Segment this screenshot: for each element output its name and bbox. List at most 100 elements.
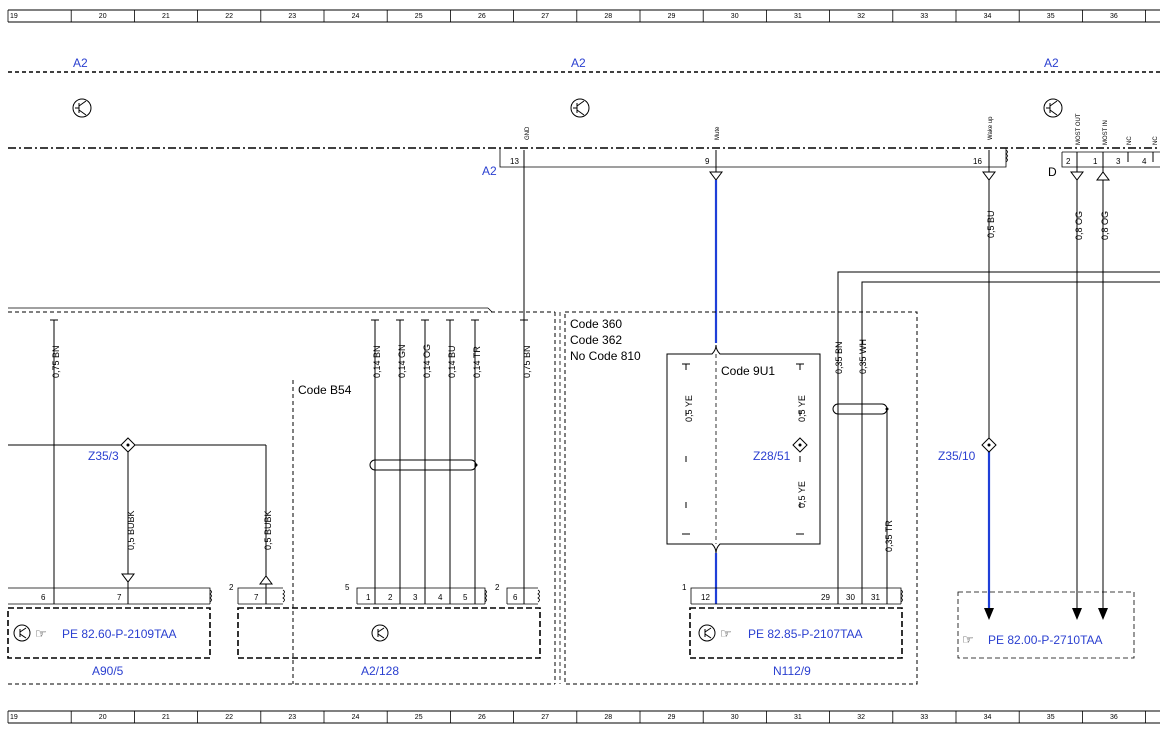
a2-label-1: A2 bbox=[73, 56, 88, 70]
ruler-number: 36 bbox=[1110, 13, 1118, 20]
ruler-number: 36 bbox=[1110, 714, 1118, 721]
no-code-810: No Code 810 bbox=[570, 349, 641, 363]
pin: 2 bbox=[495, 583, 500, 592]
wire-label: 0,5 BUBK bbox=[263, 510, 273, 550]
pin-9: 9 bbox=[705, 157, 710, 166]
pin: 6 bbox=[41, 593, 46, 602]
pointer-icon: ☞ bbox=[962, 632, 974, 647]
ruler-number: 22 bbox=[225, 714, 233, 721]
ruler-number: 21 bbox=[162, 714, 170, 721]
bottom-ruler: 19202122232425262728293031323334353637 bbox=[7, 710, 1160, 724]
pin: 30 bbox=[846, 593, 855, 602]
ruler-number: 31 bbox=[794, 13, 802, 20]
ruler-number: 28 bbox=[604, 714, 612, 721]
pin: 2 bbox=[388, 593, 393, 602]
pin: 31 bbox=[871, 593, 880, 602]
ruler-number: 29 bbox=[668, 13, 676, 20]
module-n112-9: N112/9 bbox=[773, 664, 811, 678]
ruler-number: 33 bbox=[920, 714, 928, 721]
connector-d: D bbox=[1048, 165, 1057, 179]
ruler-number: 30 bbox=[731, 13, 739, 20]
transistor-icon bbox=[72, 98, 92, 118]
a2-connector-label: A2 bbox=[482, 164, 497, 178]
ruler-number: 33 bbox=[920, 13, 928, 20]
pin: 7 bbox=[117, 593, 122, 602]
transistor-icon bbox=[570, 98, 590, 118]
ruler-number: 25 bbox=[415, 13, 423, 20]
wire-label: 0,8 OG bbox=[1074, 211, 1084, 240]
ref-n112-9[interactable]: PE 82.85-P-2107TAA bbox=[748, 627, 863, 641]
ruler-number: 35 bbox=[1047, 714, 1055, 721]
ruler-number: 20 bbox=[99, 714, 107, 721]
ruler-number: 29 bbox=[668, 714, 676, 721]
ruler-number: 19 bbox=[10, 714, 18, 721]
ruler-number: 31 bbox=[794, 714, 802, 721]
pin-name-wakeup: Wake up bbox=[988, 116, 994, 140]
transistor-icon bbox=[13, 624, 31, 642]
a2-label-3: A2 bbox=[1044, 56, 1059, 70]
wire-label: 0,75 BN bbox=[51, 345, 61, 378]
ruler-number: 26 bbox=[478, 714, 486, 721]
pin-name-mute: Mute bbox=[715, 126, 721, 140]
wire-label: 0,75 BN bbox=[522, 345, 532, 378]
ref-right[interactable]: PE 82.00-P-2710TAA bbox=[988, 633, 1103, 647]
ruler-number: 22 bbox=[225, 13, 233, 20]
ruler-number: 34 bbox=[984, 13, 992, 20]
code-362: Code 362 bbox=[570, 333, 622, 347]
ruler-number: 21 bbox=[162, 13, 170, 20]
pin: 29 bbox=[821, 593, 830, 602]
transistor-icon bbox=[371, 624, 389, 642]
a2-label-2: A2 bbox=[571, 56, 586, 70]
ruler-number: 28 bbox=[604, 13, 612, 20]
pin-name-gnd: GND bbox=[525, 126, 531, 140]
ruler-number: 30 bbox=[731, 714, 739, 721]
code-b54: Code B54 bbox=[298, 383, 352, 397]
ruler-number: 27 bbox=[541, 714, 549, 721]
pin-3: 3 bbox=[1116, 157, 1121, 166]
pointer-icon: ☞ bbox=[720, 626, 732, 641]
pin: 5 bbox=[463, 593, 468, 602]
pointer-icon: ☞ bbox=[35, 626, 47, 641]
ruler-number: 27 bbox=[541, 13, 549, 20]
code-9u1: Code 9U1 bbox=[721, 364, 775, 378]
pin-2: 2 bbox=[1066, 157, 1071, 166]
pin-name-most-in: MOST IN bbox=[1103, 120, 1109, 145]
pin-13: 13 bbox=[510, 157, 519, 166]
top-ruler: 19202122232425262728293031323334353637 bbox=[7, 9, 1160, 23]
pin-name-nc-4: NC bbox=[1153, 136, 1159, 145]
code-360: Code 360 bbox=[570, 317, 622, 331]
wire-label: 0,5 YE bbox=[797, 395, 807, 422]
ruler-number: 23 bbox=[288, 13, 296, 20]
ruler-number: 25 bbox=[415, 714, 423, 721]
pin: 1 bbox=[366, 593, 371, 602]
wire-label: 0,35 TR bbox=[884, 520, 894, 552]
transistor-icon bbox=[1043, 98, 1063, 118]
wire-label: 0,5 BUBK bbox=[126, 510, 136, 550]
wire-label: 0,5 YE bbox=[797, 481, 807, 508]
pin: 1 bbox=[682, 583, 687, 592]
wire-label: 0,5 BU bbox=[986, 210, 996, 238]
ruler-number: 23 bbox=[288, 714, 296, 721]
pin: 2 bbox=[229, 583, 234, 592]
pin: 5 bbox=[345, 583, 350, 592]
ruler-number: 34 bbox=[984, 714, 992, 721]
pin: 4 bbox=[438, 593, 443, 602]
ruler-number: 20 bbox=[99, 13, 107, 20]
wire-label: 0,14 BN bbox=[372, 345, 382, 378]
wire-label: 0,14 GN bbox=[397, 344, 407, 378]
module-a2-128: A2/128 bbox=[361, 664, 399, 678]
ruler-number: 32 bbox=[857, 714, 865, 721]
ruler-number: 35 bbox=[1047, 13, 1055, 20]
pin-1: 1 bbox=[1093, 157, 1098, 166]
pin-16: 16 bbox=[973, 157, 982, 166]
pin-name-most-out: MOST OUT bbox=[1076, 113, 1082, 145]
ruler-number: 32 bbox=[857, 13, 865, 20]
ruler-number: 19 bbox=[10, 13, 18, 20]
wire-label: 0,14 OG bbox=[422, 344, 432, 378]
wire-label: 0,8 OG bbox=[1100, 211, 1110, 240]
wire-label: 0,14 BU bbox=[447, 345, 457, 378]
splice-z28-51: Z28/51 bbox=[753, 449, 791, 463]
wire-label: 0,5 YE bbox=[684, 395, 694, 422]
ref-a90-5[interactable]: PE 82.60-P-2109TAA bbox=[62, 627, 177, 641]
